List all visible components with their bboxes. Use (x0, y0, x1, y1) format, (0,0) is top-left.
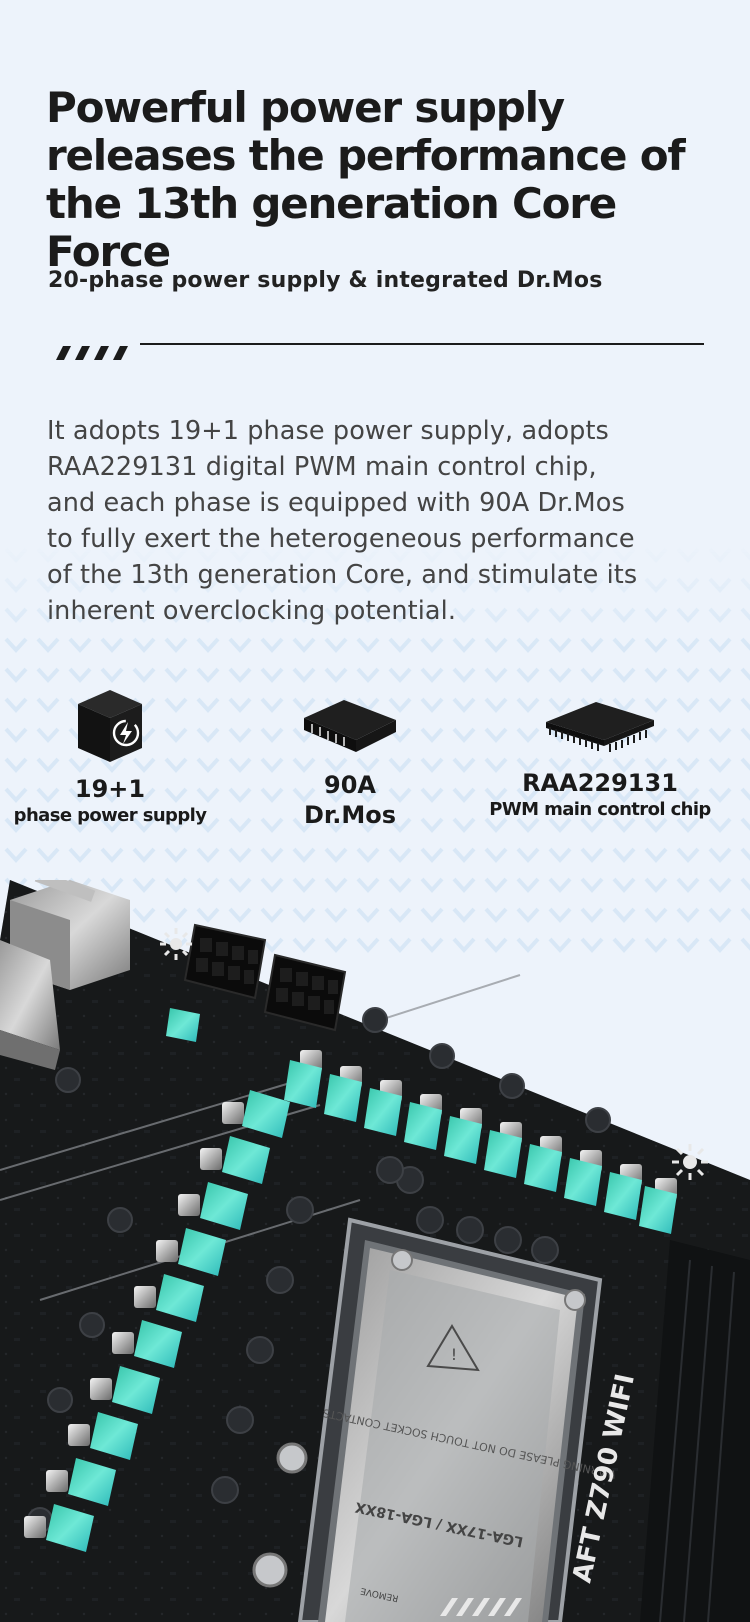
controller-chip-icon (546, 702, 654, 752)
description-line: and each phase is equipped with 90A Dr.M… (47, 488, 625, 518)
feature-value: RAA229131 (522, 769, 678, 797)
title-line: Powerful power supply (46, 83, 565, 132)
mosfet-chip-icon (304, 700, 396, 752)
power-cube-icon (78, 690, 142, 762)
title-line: releases the performance of (46, 131, 686, 180)
feature-pwm-chip: RAA229131 PWM main control chip (470, 700, 730, 822)
title-line: the 13th generation Core Force (46, 179, 617, 276)
feature-drmos: 90A Dr.Mos (270, 696, 430, 830)
feature-value: 19+1 (74, 775, 146, 803)
motherboard-image: ! WARNING PLEASE DO NOT TOUCH SOCKET CON… (0, 880, 750, 1622)
board-logo-mark (160, 928, 708, 1180)
feature-value: 90A (324, 771, 376, 799)
description-line: of the 13th generation Core, and stimula… (47, 560, 638, 590)
feature-phase-power: 19+1 phase power supply (10, 686, 210, 828)
page-title: Powerful power supply releases the perfo… (46, 84, 726, 276)
description: It adopts 19+1 phase power supply, adopt… (47, 413, 737, 629)
feature-caption: PWM main control chip (489, 799, 711, 820)
description-line: It adopts 19+1 phase power supply, adopt… (47, 416, 609, 446)
feature-caption: Dr.Mos (303, 801, 397, 829)
description-line: inherent overclocking potential. (47, 596, 457, 626)
description-line: to fully exert the heterogeneous perform… (47, 524, 635, 554)
page-subtitle: 20-phase power supply & integrated Dr.Mo… (48, 268, 603, 293)
svg-text:!: ! (451, 1345, 457, 1364)
feature-caption: phase power supply (13, 805, 207, 826)
description-line: RAA229131 digital PWM main control chip, (47, 452, 597, 482)
section-divider (56, 343, 704, 360)
